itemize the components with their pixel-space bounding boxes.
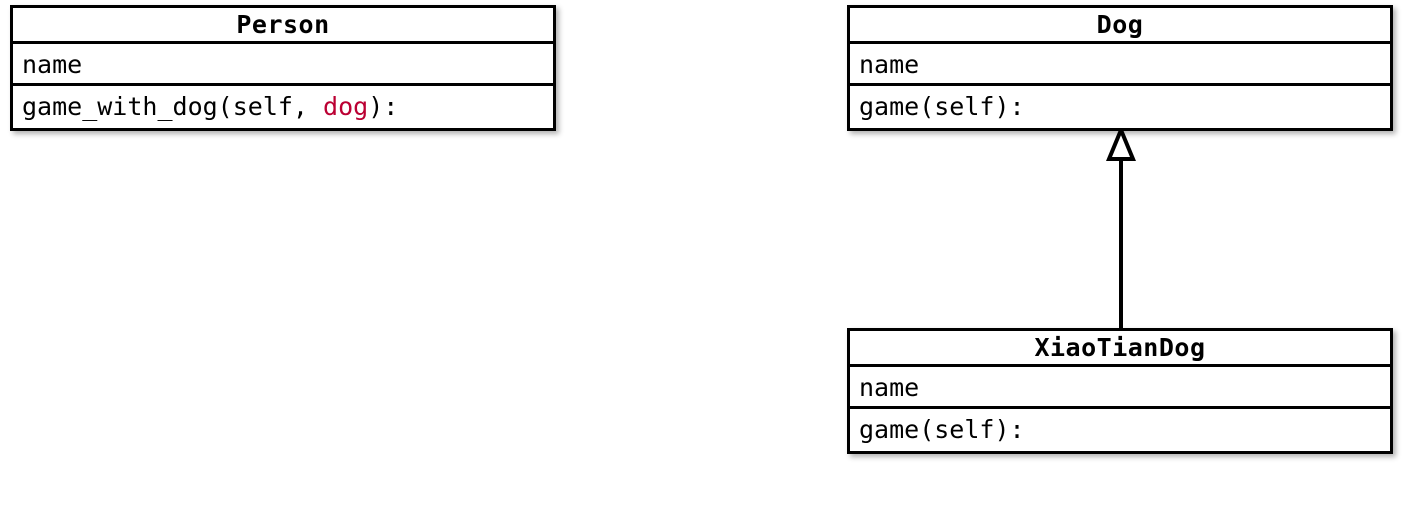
uml-class-person[interactable]: Person name game_with_dog(self, dog): bbox=[10, 5, 556, 131]
uml-method-person-game-with-dog: game_with_dog(self, dog): bbox=[13, 86, 553, 128]
uml-attribute-xiaotiandog-name: name bbox=[850, 367, 1390, 409]
uml-method-text-prefix: game_with_dog(self, bbox=[22, 91, 324, 121]
uml-class-xiaotiandog[interactable]: XiaoTianDog name game(self): bbox=[847, 328, 1393, 454]
uml-class-title-xiaotiandog: XiaoTianDog bbox=[850, 331, 1390, 367]
uml-class-title-dog: Dog bbox=[850, 8, 1390, 44]
hollow-triangle-icon bbox=[1106, 128, 1136, 161]
uml-method-text: game(self): bbox=[859, 414, 1025, 444]
uml-method-param-dog: dog bbox=[323, 91, 369, 121]
uml-attribute-dog-name: name bbox=[850, 44, 1390, 86]
uml-attribute-person-name: name bbox=[13, 44, 553, 86]
uml-class-dog[interactable]: Dog name game(self): bbox=[847, 5, 1393, 131]
uml-method-text: game(self): bbox=[859, 91, 1025, 121]
uml-method-dog-game: game(self): bbox=[850, 86, 1390, 128]
uml-method-text-suffix: ): bbox=[368, 91, 399, 121]
inheritance-arrow-xiaotiandog-to-dog bbox=[1106, 128, 1136, 330]
uml-method-xiaotiandog-game: game(self): bbox=[850, 409, 1390, 451]
uml-class-title-person: Person bbox=[13, 8, 553, 44]
